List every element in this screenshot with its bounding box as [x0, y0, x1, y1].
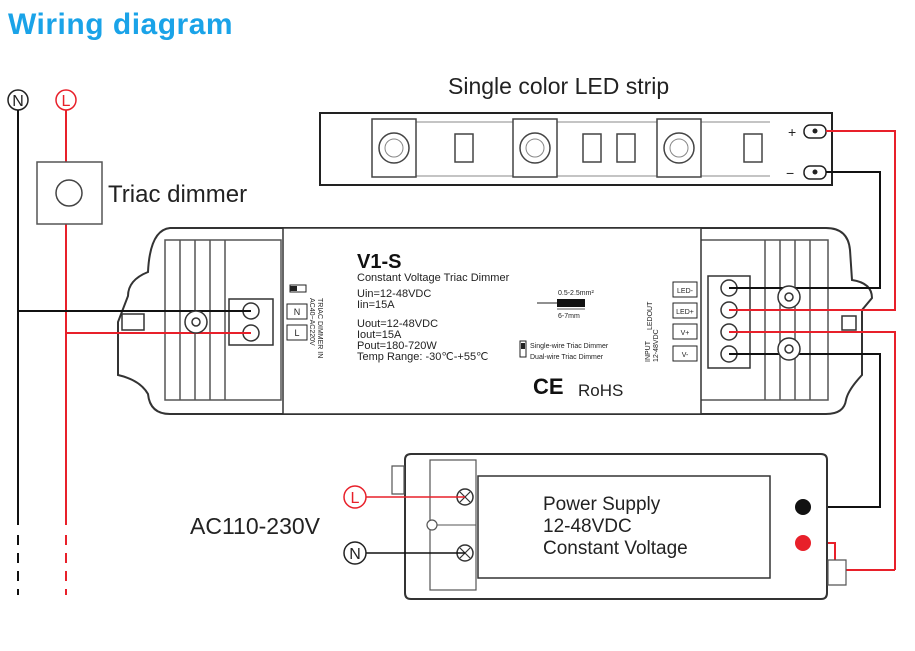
spec-uin: Uin=12-48VDC — [357, 288, 431, 300]
psu-output-negative-icon — [795, 499, 811, 515]
controller-label-panel — [282, 227, 702, 415]
led-strip-label: Single color LED strip — [448, 73, 669, 99]
wire-insulation-icon — [557, 299, 585, 307]
psu-line-3: Constant Voltage — [543, 538, 688, 559]
dc-terminal-led-plus-tag — [672, 302, 698, 319]
psu-n-marker-icon — [343, 541, 367, 565]
controller-subtitle: Constant Voltage Triac Dimmer — [357, 272, 510, 284]
mode-single-label: Single-wire Triac Dimmer — [530, 343, 609, 350]
strip-minus-label: − — [786, 165, 794, 181]
psu-l-marker-icon — [343, 485, 367, 509]
psu-n-label: N — [349, 546, 361, 563]
ac-vertical-label-1: TRIAC DIMMER IN — [316, 298, 323, 358]
dimmer-knob-icon — [55, 179, 83, 207]
led-plus-wire — [729, 130, 896, 311]
dc-terminal-led-plus-label: LED+ — [676, 309, 694, 316]
controller: V1-S Constant Voltage Triac Dimmer Uin=1… — [117, 227, 874, 415]
mains-l-label: L — [62, 93, 71, 110]
wires — [18, 130, 896, 571]
mains-n-label: N — [12, 93, 24, 110]
ledout-label: LEDOUT — [647, 301, 654, 330]
ac-vertical-label-2: AC40~AC220V — [308, 298, 315, 346]
spec-temp: Temp Range: -30℃-+55℃ — [357, 351, 488, 363]
mounting-tab-left — [121, 313, 145, 331]
ac-terminal-n-label: N — [294, 307, 301, 317]
dc-terminal-led-minus-label: LED- — [677, 288, 694, 295]
wire-gauge-label: 0.5-2.5mm² — [558, 290, 594, 297]
strip-plus-label: + — [788, 124, 796, 140]
power-supply: Power Supply 12-48VDC Constant Voltage L… — [190, 453, 847, 600]
triac-dimmer-label: Triac dimmer — [108, 181, 247, 208]
led-chip-icon — [512, 118, 558, 178]
led-strip: Single color LED strip — [319, 73, 833, 186]
input-label-2: 12-48VDC — [653, 329, 660, 362]
spec-uout: Uout=12-48VDC — [357, 318, 438, 330]
led-chip-icon — [371, 118, 417, 178]
resistor-icon — [743, 133, 763, 163]
psu-output-positive-icon — [795, 535, 811, 551]
resistor-icon — [454, 133, 474, 163]
spec-iin: Iin=15A — [357, 299, 395, 311]
mode-dual-label: Dual-wire Triac Dimmer — [530, 354, 604, 361]
dc-terminal-vplus-tag — [672, 323, 698, 340]
page-title: Wiring diagram — [8, 8, 234, 41]
resistor-icon — [616, 133, 636, 163]
dc-terminal-vplus-label: V+ — [681, 330, 690, 337]
ac-voltage-label: AC110-230V — [190, 513, 321, 539]
mains-lines: N L — [7, 89, 77, 595]
led-chip-icon — [656, 118, 702, 178]
ce-mark: CE — [533, 374, 564, 399]
power-supply-label-panel — [477, 475, 771, 579]
dc-terminal-vminus-label: V- — [682, 352, 689, 359]
ac-terminal-l-tag — [286, 324, 308, 341]
ac-terminal-l-label: L — [294, 328, 299, 338]
psu-line-2: 12-48VDC — [543, 516, 632, 537]
resistor-icon — [582, 133, 602, 163]
psu-line-1: Power Supply — [543, 494, 661, 515]
dc-terminal-vminus-tag — [672, 345, 698, 362]
dc-terminal-led-minus-tag — [672, 281, 698, 298]
vplus-wire — [729, 331, 896, 570]
input-label-1: INPUT — [645, 340, 652, 362]
rohs-mark: RoHS — [578, 381, 623, 400]
controller-model: V1-S — [357, 251, 401, 273]
vminus-wire — [729, 353, 881, 508]
triac-dimmer: Triac dimmer — [36, 161, 247, 225]
strip-length-label: 6-7mm — [558, 313, 580, 320]
spec-pout: Pout=180-720W — [357, 340, 437, 352]
ac-terminal-n-tag — [286, 303, 308, 320]
psu-l-label: L — [351, 490, 360, 507]
mounting-tab-right — [841, 315, 857, 331]
spec-iout: Iout=15A — [357, 329, 402, 341]
led-minus-wire — [729, 171, 881, 289]
